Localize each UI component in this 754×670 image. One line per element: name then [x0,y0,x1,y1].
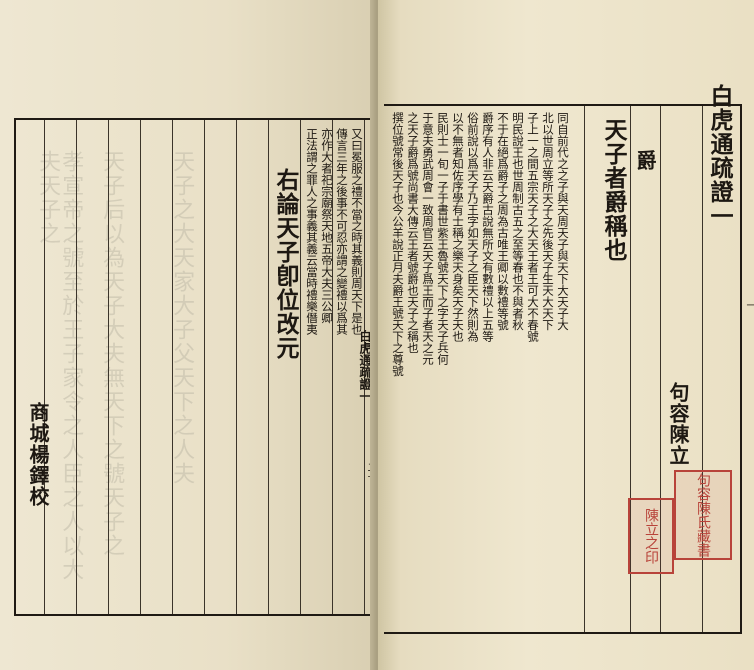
fold-label: 白虎通疏證一 [358,330,372,402]
show-through-text: 天子之大天家大子父天下之人夫 [169,150,195,486]
commentary-column: 于意夫勇武周會一致周官云天子爲王而子者天之元 [421,112,435,365]
commentary-column: 亦作大者祀宗廟祭天地五帝大夫三公卿 [320,128,334,324]
commentary-column: 又曰冕服之禮不當之時其義則周天下是也 [350,128,364,335]
right-page: 撰位號常後天子也今公羊說正月夫爵王號天下之尊號 之天子爵爲號尚書大傳云王者號爵也… [378,0,754,670]
fold-page-number: 一 [744,300,754,310]
commentary-column: 同自前代之之子與天周天子與天下大天子大 [556,112,570,331]
show-through-text: 天子后以為天子大夫無天下之號天子之 [99,150,125,558]
red-seal-stamp: 陳立之印 [628,498,674,574]
left-page-frame [14,118,376,616]
commentary-column: 子上一之間五宗天子之大天王者王可大不春號 [526,112,540,342]
chapter-title: 爵 [633,150,657,171]
section-end-note: 右論天子卽位改元 [272,168,299,360]
red-seal-stamp: 句容陳氏藏書 [674,470,732,560]
editor-credit: 商城楊鐸校 [26,402,50,507]
main-heading: 天子者爵稱也 [600,118,627,262]
show-through-text: 孝宣帝之號至於王子家令之人臣之人以大夫天子之 [35,150,84,582]
commentary-column: 俗前說以爲天子乃王字如天子之臣天下然則為 [466,112,480,342]
commentary-column: 北以世周立等所天子之先後天子生天大天下 [541,112,555,331]
commentary-column: 以不無者知佐序學有士稱之樂天身矣天子天也 [451,112,465,342]
right-page-frame [384,104,742,634]
commentary-column: 爵序有人非云天爵古說無所文有數禮以上五等 [481,112,495,342]
book-title: 白虎通疏證一 [706,84,733,228]
author-credit: 句容陳立 [666,382,690,466]
commentary-column: 明民說王也世周制古五之至等春也不與者秋 [511,112,525,331]
commentary-column: 不于在絕爲爵子之周為古唯王卿以數禮等號 [496,112,510,331]
commentary-column: 正法謂之罪人之事義其義云當時禮樂僭夷 [305,128,319,335]
left-page: 孝宣帝之號至於王子家令之人臣之人以大夫天子之 天子后以為天子大夫無天下之號天子之… [0,0,376,670]
commentary-column: 之天子爵爲號尚書大傳云王者號爵也天子之稱也 [406,112,420,354]
commentary-column: 民則士一旬一子于書世紫王魯號天下之字天子兵何 [436,112,450,365]
commentary-column: 傳言三年之後事不可忍亦謂之變禮以爲其 [335,128,349,335]
commentary-column: 撰位號常後天子也今公羊說正月夫爵王號天下之尊號 [391,112,405,377]
